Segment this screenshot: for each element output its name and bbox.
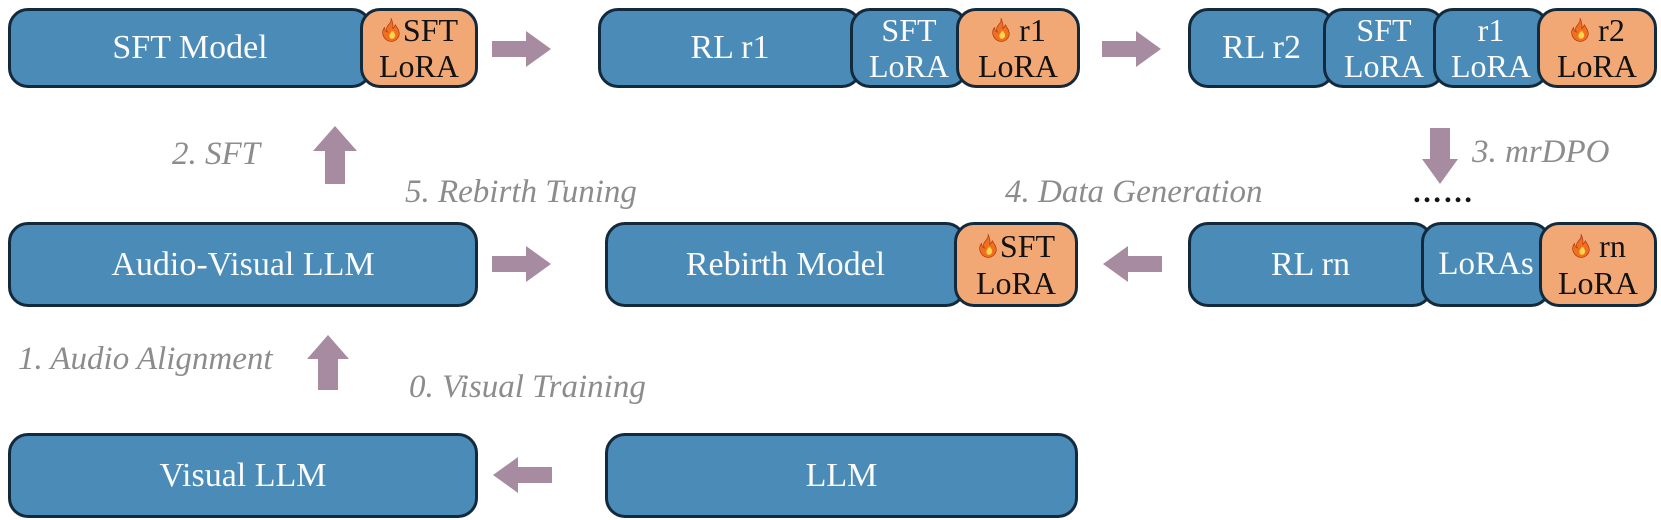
- group-rl-rn: RL rn LoRAs rn LoRA: [1188, 222, 1657, 307]
- chip-loras-merged: LoRAs: [1421, 222, 1551, 307]
- flame-icon: [990, 17, 1012, 43]
- chip-label-line2: LoRA: [978, 48, 1058, 84]
- box-label: Rebirth Model: [685, 245, 886, 283]
- arrow-right-icon: [492, 245, 552, 283]
- chip-label: LoRAs: [1438, 246, 1534, 282]
- chip-label-line2: LoRA: [1344, 48, 1424, 84]
- group-rebirth-model: Rebirth Model SFT LoRA: [605, 222, 1078, 307]
- box-audio-visual-llm: Audio-Visual LLM: [8, 222, 478, 307]
- step-label-rebirth-tuning: 5. Rebirth Tuning: [405, 174, 637, 210]
- chip-label-line1: SFT: [402, 11, 459, 48]
- chip-label-line1: r1: [1019, 11, 1046, 48]
- chip-sft-lora-frozen: SFT LoRA: [1323, 8, 1445, 88]
- chip-label-line2: LoRA: [1558, 264, 1638, 301]
- arrow-down-icon: [1421, 128, 1459, 185]
- box-sft-model: SFT Model: [8, 8, 372, 88]
- chip-label-line2: LoRA: [869, 48, 949, 84]
- flame-icon: [380, 17, 402, 43]
- box-label: LLM: [805, 456, 878, 494]
- chip-r2-lora-trainable: r2 LoRA: [1537, 8, 1657, 88]
- arrow-right-icon: [1102, 30, 1162, 68]
- chip-label-line2: LoRA: [379, 48, 459, 84]
- box-label: RL r1: [690, 29, 770, 66]
- box-label: Visual LLM: [159, 456, 327, 494]
- chip-label-line1: SFT: [881, 11, 937, 48]
- chip-sft-lora-frozen: SFT LoRA: [850, 8, 968, 88]
- box-label: SFT Model: [112, 29, 268, 66]
- step-label-audio-alignment: 1. Audio Alignment: [18, 341, 273, 377]
- flame-icon: [977, 233, 999, 259]
- chip-r1-lora-frozen: r1 LoRA: [1433, 8, 1549, 88]
- step-label-data-generation: 4. Data Generation: [1005, 174, 1263, 210]
- box-label: Audio-Visual LLM: [111, 245, 375, 283]
- box-visual-llm: Visual LLM: [8, 433, 478, 518]
- chip-label-line2: LoRA: [1451, 48, 1531, 84]
- box-rl-rn: RL rn: [1188, 222, 1433, 307]
- box-llm: LLM: [605, 433, 1078, 518]
- group-llm: LLM: [605, 433, 1078, 518]
- chip-sft-lora-trainable: SFT LoRA: [954, 222, 1078, 307]
- chip-label-line1: r2: [1598, 11, 1625, 48]
- flame-icon: [1569, 17, 1591, 43]
- group-sft-model: SFT Model SFT LoRA: [8, 8, 478, 88]
- group-visual-llm: Visual LLM: [8, 433, 478, 518]
- box-rl-r2: RL r2: [1188, 8, 1335, 88]
- arrow-left-icon: [492, 456, 552, 494]
- box-rebirth-model: Rebirth Model: [605, 222, 966, 307]
- box-rl-r1: RL r1: [598, 8, 862, 88]
- chip-label-line2: LoRA: [1557, 48, 1637, 84]
- ellipsis-dots: ……: [1412, 176, 1474, 209]
- chip-label-line1: r1: [1477, 11, 1505, 48]
- step-label-mrdpo: 3. mrDPO: [1472, 134, 1610, 170]
- group-rl-r1: RL r1 SFT LoRA r1 LoRA: [598, 8, 1080, 88]
- chip-label-line1: SFT: [1356, 11, 1412, 48]
- box-label: RL r2: [1221, 29, 1301, 66]
- chip-rn-lora-trainable: rn LoRA: [1539, 222, 1657, 307]
- chip-sft-lora-trainable: SFT LoRA: [360, 8, 478, 88]
- arrow-up-icon: [312, 126, 358, 184]
- step-label-visual-training: 0. Visual Training: [409, 369, 646, 405]
- arrow-right-icon: [492, 30, 552, 68]
- box-label: RL rn: [1270, 245, 1350, 283]
- chip-label-line1: SFT: [999, 228, 1056, 265]
- arrow-up-icon: [306, 335, 350, 390]
- chip-r1-lora-trainable: r1 LoRA: [956, 8, 1080, 88]
- chip-label-line2: LoRA: [976, 264, 1056, 301]
- group-rl-r2: RL r2 SFT LoRA r1 LoRA r2 LoRA: [1188, 8, 1657, 88]
- chip-label-line1: rn: [1599, 228, 1626, 265]
- group-audio-visual-llm: Audio-Visual LLM: [8, 222, 478, 307]
- step-label-sft: 2. SFT: [172, 136, 261, 172]
- arrow-left-icon: [1102, 245, 1162, 283]
- flame-icon: [1570, 233, 1592, 259]
